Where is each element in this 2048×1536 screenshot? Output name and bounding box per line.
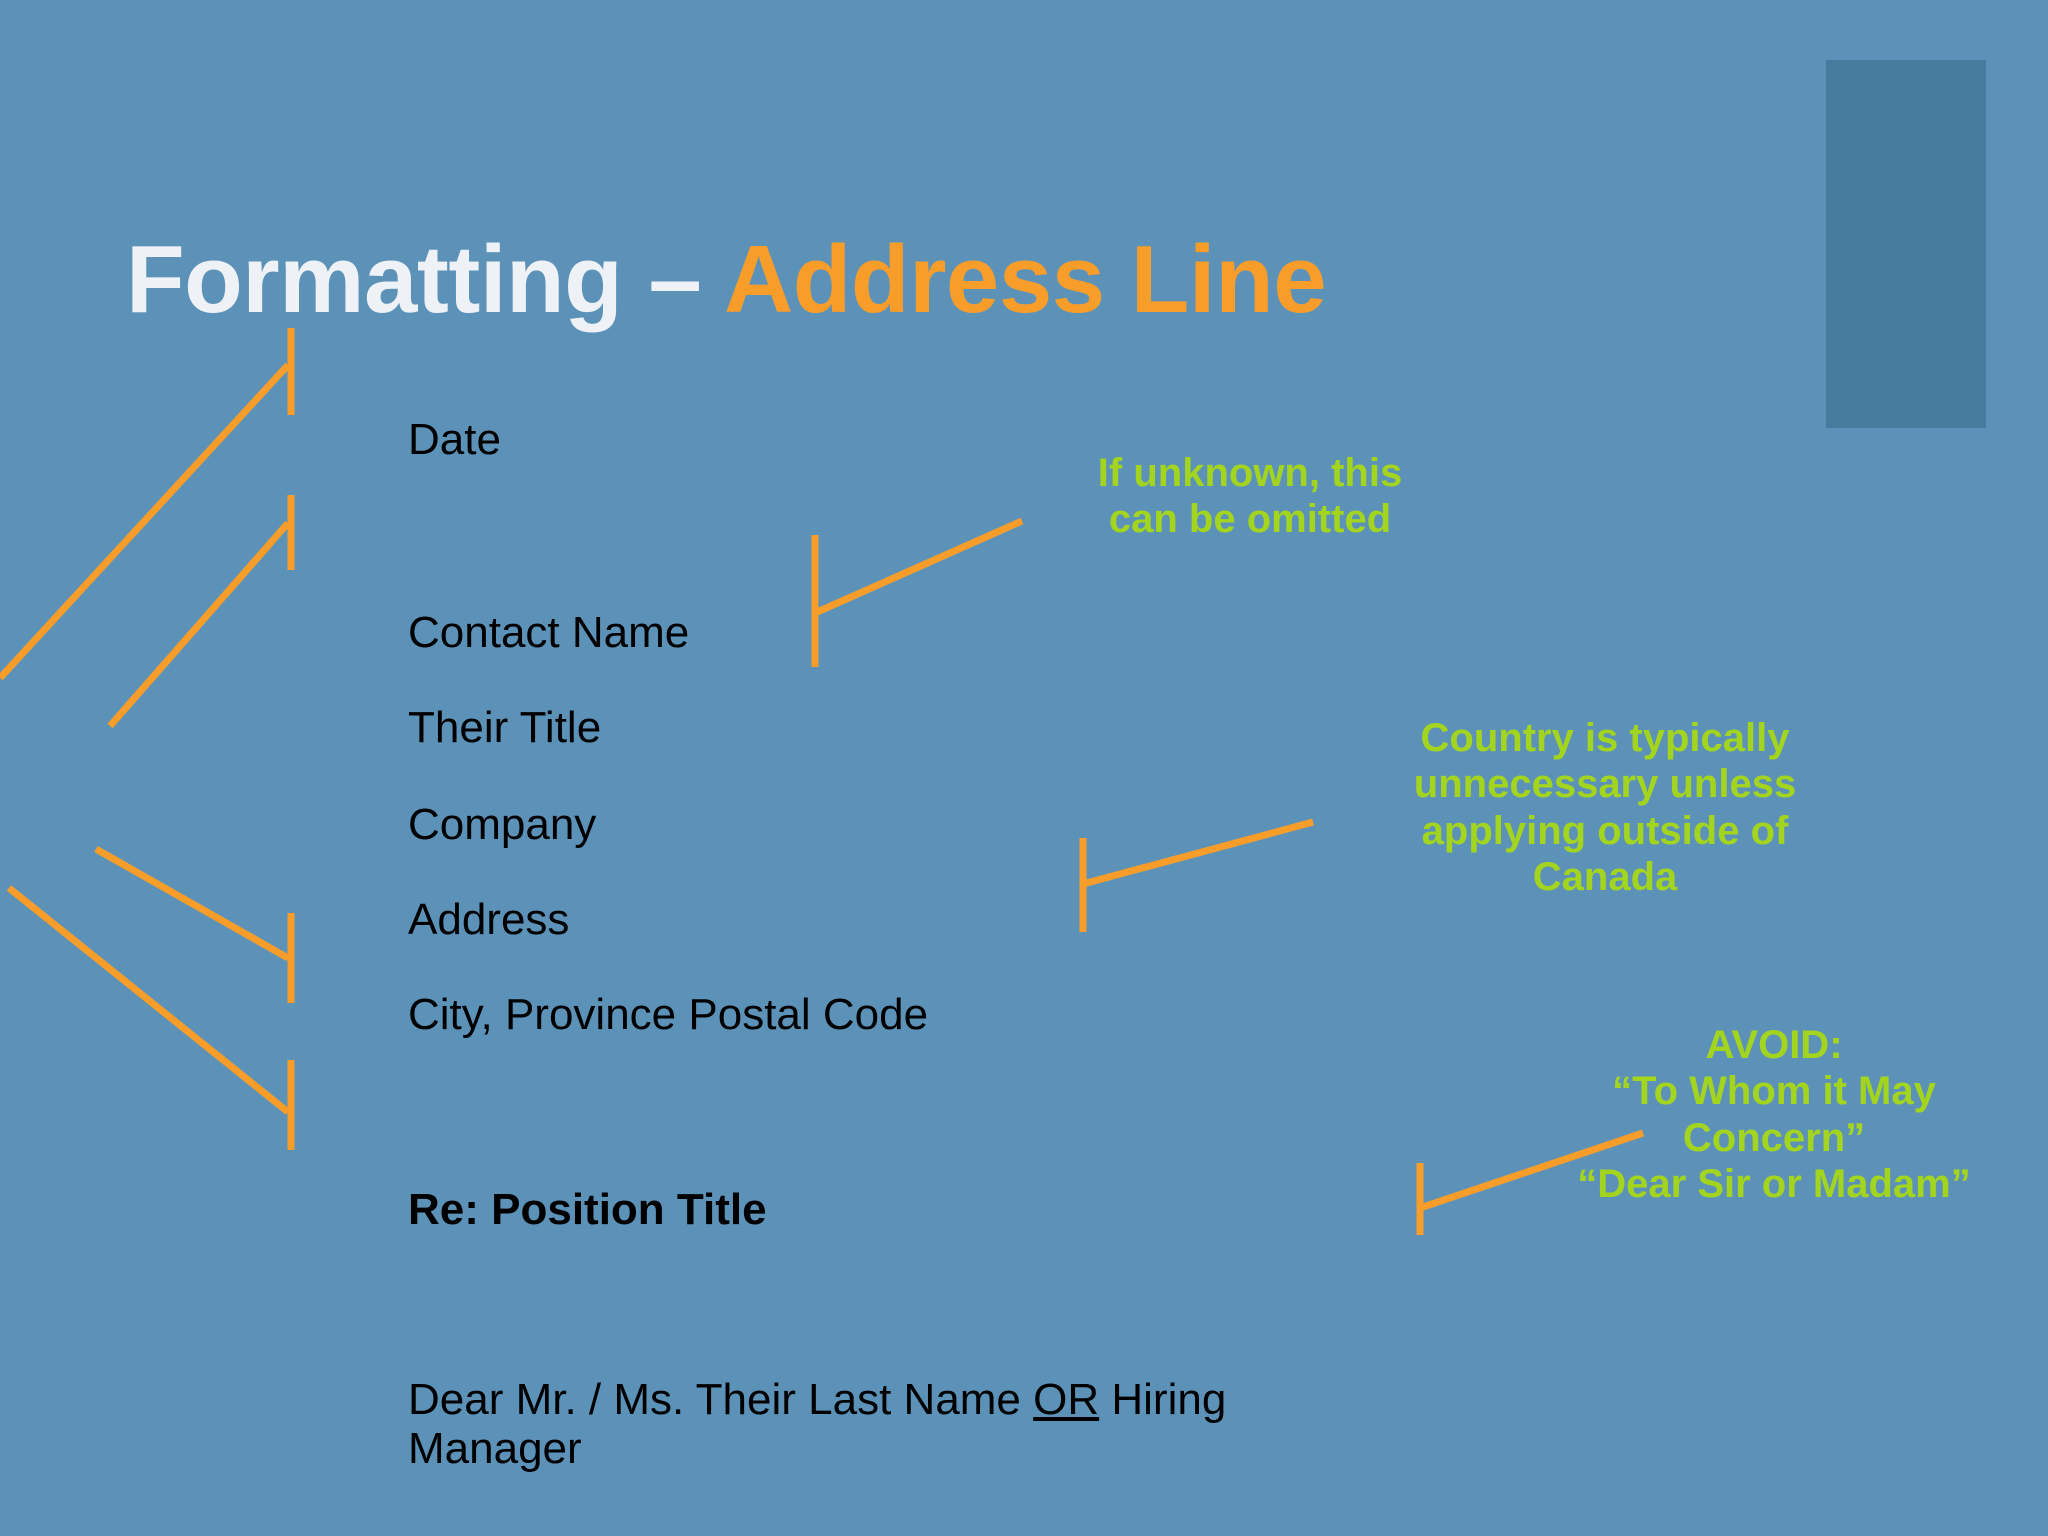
- letter-line-salutation: Dear Mr. / Ms. Their Last Name OR Hiring…: [408, 1375, 1398, 1474]
- decorative-panel: [1826, 60, 1986, 428]
- callout-line: applying outside of: [1421, 808, 1789, 853]
- salutation-after: Hiring Manager: [408, 1375, 1227, 1474]
- callout-line: unnecessary unless: [1413, 762, 1797, 807]
- callout-line: Canada: [1532, 855, 1678, 900]
- callout-line: Country is typically: [1420, 716, 1790, 760]
- letter-line-re-position-title: Re: Position Title: [408, 1185, 767, 1234]
- callout-avoid-note: AVOID: “To Whom it May Concern” “Dear Si…: [1510, 1022, 2038, 1208]
- letter-line-address: Address: [408, 895, 570, 944]
- callout-line: can be omitted: [1108, 497, 1392, 542]
- letter-line-company: Company: [408, 800, 597, 849]
- letter-line-city-province-postal: City, Province Postal Code: [408, 990, 929, 1039]
- connector-diag-2: [107, 520, 291, 729]
- letter-line-date: Date: [408, 415, 501, 464]
- callout-line: “To Whom it May: [1612, 1069, 1936, 1114]
- slide-title-plain: Formatting –: [126, 226, 724, 334]
- salutation-before: Dear Mr. / Ms. Their Last Name: [408, 1375, 1034, 1424]
- letter-line-their-title: Their Title: [408, 703, 602, 752]
- callout-line: Concern”: [1682, 1115, 1866, 1160]
- callout-line: AVOID:: [1705, 1023, 1843, 1067]
- connector-diag-5: [813, 517, 1024, 617]
- callout-country-note: Country is typically unnecessary unless …: [1345, 715, 1865, 901]
- connector-diag-4: [6, 885, 291, 1115]
- callout-line: If unknown, this: [1097, 451, 1403, 495]
- connector-diag-1: [0, 362, 291, 681]
- slide-title: Formatting – Address Line: [126, 232, 1327, 328]
- callout-line: “Dear Sir or Madam”: [1577, 1162, 1971, 1207]
- letter-line-contact-name: Contact Name: [408, 608, 690, 657]
- salutation-or: OR: [1033, 1375, 1100, 1424]
- connector-diag-6: [1082, 818, 1314, 888]
- connector-diag-3: [94, 845, 290, 962]
- slide-title-accent: Address Line: [723, 226, 1327, 334]
- callout-contact-name-note: If unknown, this can be omitted: [1040, 450, 1460, 543]
